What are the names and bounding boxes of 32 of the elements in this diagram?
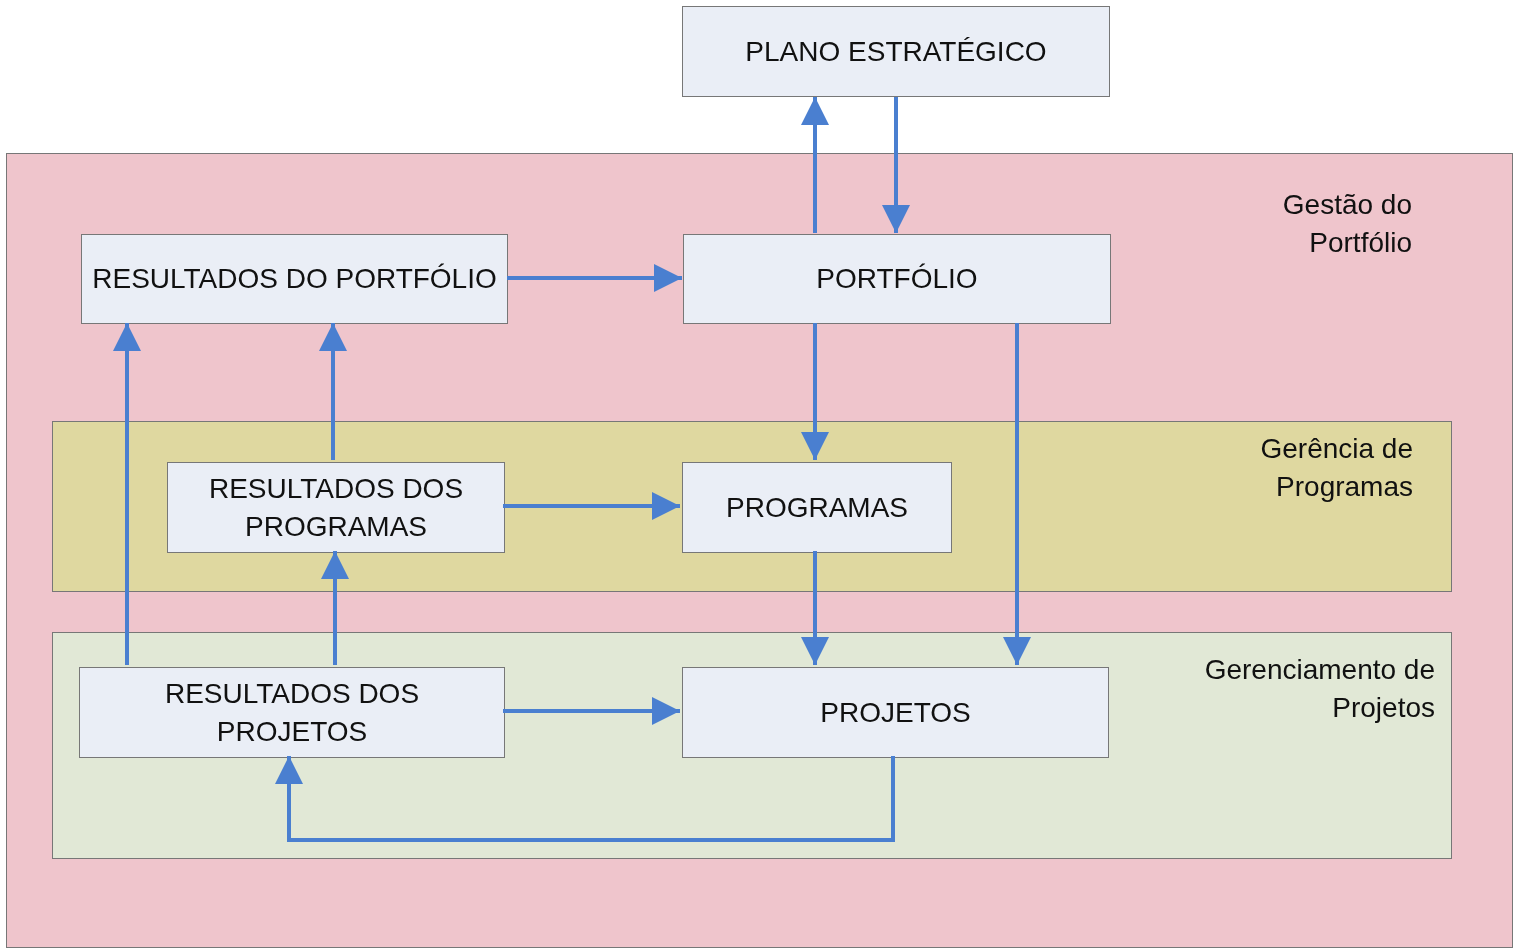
group-label: Gestão do Portfólio (1281, 188, 1412, 260)
arrow (801, 97, 829, 233)
arrow (1003, 323, 1031, 665)
arrow (507, 264, 682, 292)
box-label: RESULTADOS DOS PROJETOS (163, 676, 421, 749)
box-label: PLANO ESTRATÉGICO (745, 34, 1047, 69)
group-band (6, 153, 1513, 948)
process-box (682, 462, 952, 553)
process-box (682, 6, 1110, 97)
arrow (321, 551, 349, 665)
box-label: PORTFÓLIO (816, 262, 978, 296)
arrow (275, 756, 895, 842)
arrow (882, 97, 910, 233)
arrow (503, 492, 680, 520)
group-band (52, 421, 1452, 592)
process-box (79, 667, 505, 758)
box-label: PROGRAMAS (726, 490, 908, 525)
group-label: Gerenciamento de Projetos (1203, 653, 1435, 725)
arrow (801, 551, 829, 665)
group-band (52, 632, 1452, 859)
arrow (319, 323, 347, 460)
process-box (81, 234, 508, 324)
box-label: PROJETOS (820, 695, 971, 730)
group-label: Gerência de Programas (1259, 432, 1413, 504)
box-label: RESULTADOS DO PORTFÓLIO (92, 262, 497, 296)
process-box (683, 234, 1111, 324)
arrow (503, 697, 680, 725)
box-label: RESULTADOS DOS PROGRAMAS (207, 471, 465, 544)
process-box (167, 462, 505, 553)
process-box (682, 667, 1109, 758)
arrow (113, 323, 141, 665)
arrow (801, 323, 829, 460)
